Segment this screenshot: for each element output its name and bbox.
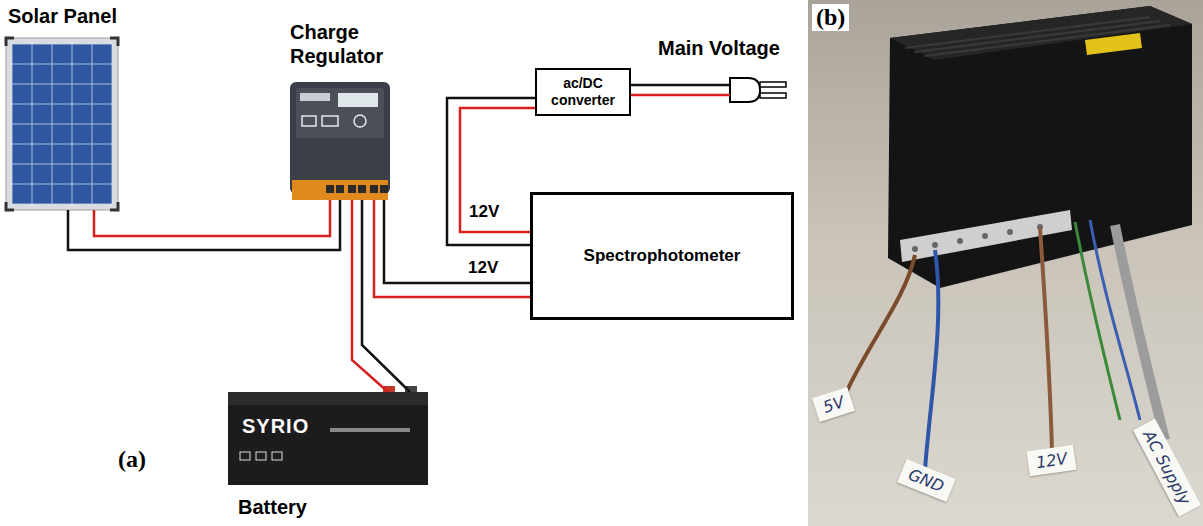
converter-box: ac/DC converter [535, 68, 631, 116]
wire-pair [447, 98, 535, 245]
box-text: ac/DC converter [537, 75, 629, 109]
mains-plug [730, 78, 786, 102]
wire [447, 98, 535, 245]
solar-panel-picture [6, 38, 118, 210]
wire [384, 200, 530, 283]
wire-pair [374, 200, 530, 297]
battery: BatterySYRIO [228, 392, 428, 485]
wire [94, 200, 330, 236]
panel-letter: (b) [812, 4, 849, 31]
charge-regulator-picture [290, 82, 390, 200]
part-heading: Charge Regulator [290, 20, 400, 68]
part-heading: Battery [238, 495, 307, 519]
wire [374, 200, 530, 297]
power-supply-photo [808, 0, 1203, 526]
wire [631, 84, 730, 87]
spectrophotometer-box: Spectrophotometer [530, 192, 794, 320]
battery-picture [228, 386, 428, 485]
voltage-label: 12V [466, 258, 500, 278]
charge-regulator: Charge Regulator [290, 82, 390, 200]
solar-panel: Solar Panel [6, 38, 118, 210]
wire-pair [68, 200, 340, 250]
voltage-label: 12V [467, 202, 501, 222]
panel-letter: (a) [118, 446, 146, 473]
wire [68, 200, 340, 250]
wire [460, 108, 535, 232]
part-heading: Main Voltage [658, 36, 780, 60]
wire [631, 94, 730, 97]
box-text: Spectrophotometer [584, 246, 741, 266]
part-heading: Solar Panel [8, 4, 117, 28]
wire-pair [631, 85, 730, 95]
main-voltage-plug: Main Voltage [730, 72, 788, 108]
brand-text: SYRIO [242, 414, 309, 438]
